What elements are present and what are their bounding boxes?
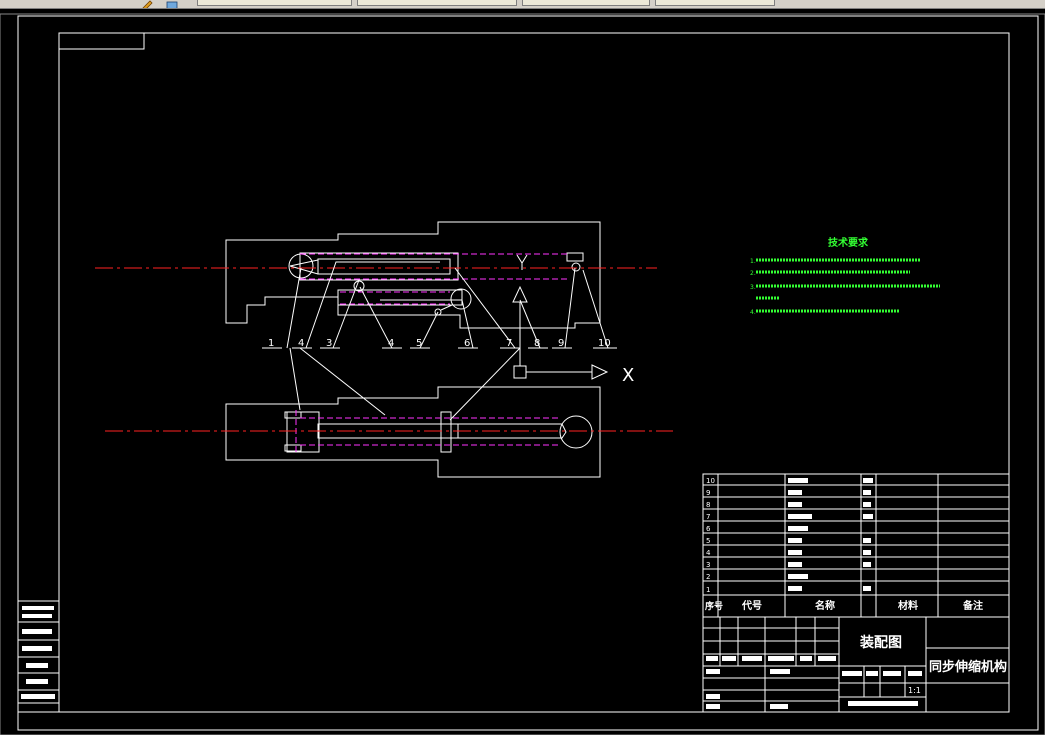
lower-assembly-view bbox=[225, 386, 601, 478]
pencil-icon[interactable] bbox=[140, 0, 154, 8]
balloon-4: 4 bbox=[388, 338, 394, 349]
tech-note-2: 2. bbox=[750, 270, 756, 277]
balloon-6: 6 bbox=[464, 338, 470, 349]
side-stamp-table bbox=[17, 600, 60, 713]
tech-note-4: 4. bbox=[750, 309, 756, 316]
bom-row-no: 4 bbox=[706, 549, 711, 557]
title-block bbox=[702, 616, 1010, 713]
bom-header-no: 序号 bbox=[705, 600, 723, 612]
drawing-tab-1[interactable] bbox=[197, 0, 352, 6]
balloon-5: 5 bbox=[416, 338, 422, 349]
corner-code-box bbox=[58, 32, 145, 50]
balloon-8: 8 bbox=[534, 338, 540, 349]
lower-hidden-lines bbox=[295, 410, 560, 455]
bom-row-no: 2 bbox=[706, 573, 710, 581]
bom-row-no: 5 bbox=[706, 537, 710, 545]
viewport-border bbox=[0, 13, 1045, 735]
upper-assembly-view bbox=[225, 221, 601, 329]
bom-header-material: 材料 bbox=[898, 599, 918, 612]
bom-row-no: 3 bbox=[706, 561, 710, 569]
drawing-tab-2[interactable] bbox=[357, 0, 517, 6]
balloon-10: 10 bbox=[598, 338, 611, 349]
window-tab-bar bbox=[0, 0, 1045, 9]
balloon-1: 1 bbox=[268, 338, 274, 349]
leader-lines bbox=[286, 261, 609, 421]
bom-header-note: 备注 bbox=[962, 599, 983, 612]
bom-rows: 10 9 8 7 6 5 4 3 2 1 序号 代号 名称 材料 备注 bbox=[705, 477, 983, 612]
bom-header-code: 代号 bbox=[741, 599, 762, 612]
tech-note-1: 1. bbox=[750, 258, 756, 265]
scale-label: 1:1 bbox=[908, 686, 921, 695]
drawing-type-label: 装配图 bbox=[859, 634, 902, 651]
bom-table bbox=[702, 473, 1010, 618]
drawing-tab-3[interactable] bbox=[522, 0, 650, 6]
drawing-tab-4[interactable] bbox=[655, 0, 775, 6]
balloon-3: 3 bbox=[326, 338, 332, 349]
balloon-7: 7 bbox=[506, 338, 512, 349]
balloon-9: 9 bbox=[558, 338, 564, 349]
bom-row-no: 1 bbox=[706, 586, 710, 594]
technical-requirements: 技术要求 1. 2. 3. 4. bbox=[750, 236, 940, 316]
part-name-label: 同步伸缩机构 bbox=[929, 659, 1007, 675]
bom-row-no: 10 bbox=[706, 477, 715, 485]
bom-row-no: 7 bbox=[706, 513, 710, 521]
layer-icon[interactable] bbox=[165, 0, 179, 8]
bom-row-no: 9 bbox=[706, 489, 710, 497]
ucs-icon bbox=[512, 254, 609, 380]
bom-row-no: 8 bbox=[706, 501, 710, 509]
inner-frame bbox=[58, 32, 1010, 713]
upper-hidden-lines bbox=[300, 253, 570, 305]
bom-row-no: 6 bbox=[706, 525, 711, 533]
x-axis-label: X bbox=[622, 365, 634, 386]
outer-frame bbox=[17, 15, 1039, 731]
tech-note-3: 3. bbox=[750, 284, 756, 291]
balloon-labels: 1 4 3 4 5 6 7 8 9 10 bbox=[262, 338, 617, 349]
bom-header-name: 名称 bbox=[815, 599, 835, 612]
side-stamp-text bbox=[21, 606, 55, 699]
title-block-fine-text bbox=[706, 656, 922, 709]
balloon-2: 4 bbox=[298, 338, 304, 349]
tech-title: 技术要求 bbox=[828, 236, 869, 249]
